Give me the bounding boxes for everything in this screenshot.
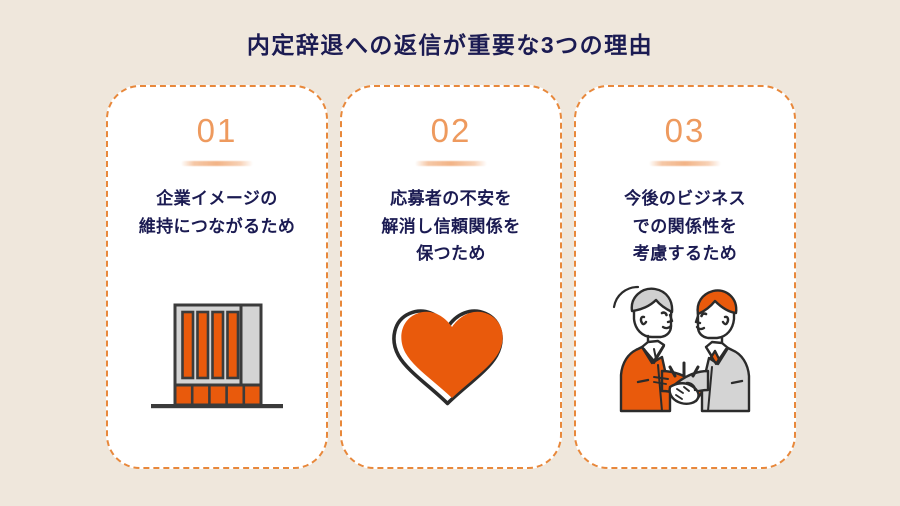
number-underline (415, 161, 487, 166)
card-text-01: 企業イメージの 維持につながるため (139, 185, 296, 240)
card-number-02: 02 (430, 112, 472, 149)
card-text-line: 今後のビジネス (624, 189, 746, 208)
card-illustration-03 (576, 279, 794, 417)
handshake-icon (612, 285, 751, 413)
card-text-line: 維持につながるため (138, 216, 296, 236)
reason-card-list: 01 企業イメージの 維持につながるため (106, 85, 796, 469)
page-title: 内定辞退への返信が重要な3つの理由 (246, 32, 654, 58)
card-text-02: 応募者の不安を 解消し信頼関係を 保つため (381, 185, 520, 268)
card-text-line: 保つため (416, 244, 486, 264)
card-illustration-02 (342, 299, 560, 411)
company-building-icon (151, 303, 283, 409)
card-number-03: 03 (664, 112, 706, 149)
card-number-01: 01 (196, 112, 238, 149)
reason-card-02[interactable]: 02 応募者の不安を 解消し信頼関係を 保つため (340, 85, 562, 469)
card-text-line: 解消し信頼関係を (381, 216, 521, 236)
card-text-line: での関係性を (632, 216, 738, 236)
card-text-line: 企業イメージの (156, 189, 278, 208)
card-illustration-01 (108, 297, 326, 415)
reason-card-01[interactable]: 01 企業イメージの 維持につながるため (106, 85, 328, 469)
card-text-line: 応募者の不安を (390, 189, 512, 208)
card-text-line: 考慮するため (632, 244, 738, 264)
heart-icon (392, 309, 503, 406)
number-underline (649, 161, 721, 166)
number-underline (181, 161, 253, 166)
reason-card-03[interactable]: 03 今後のビジネス での関係性を 考慮するため (574, 85, 796, 469)
card-text-03: 今後のビジネス での関係性を 考慮するため (624, 185, 746, 268)
